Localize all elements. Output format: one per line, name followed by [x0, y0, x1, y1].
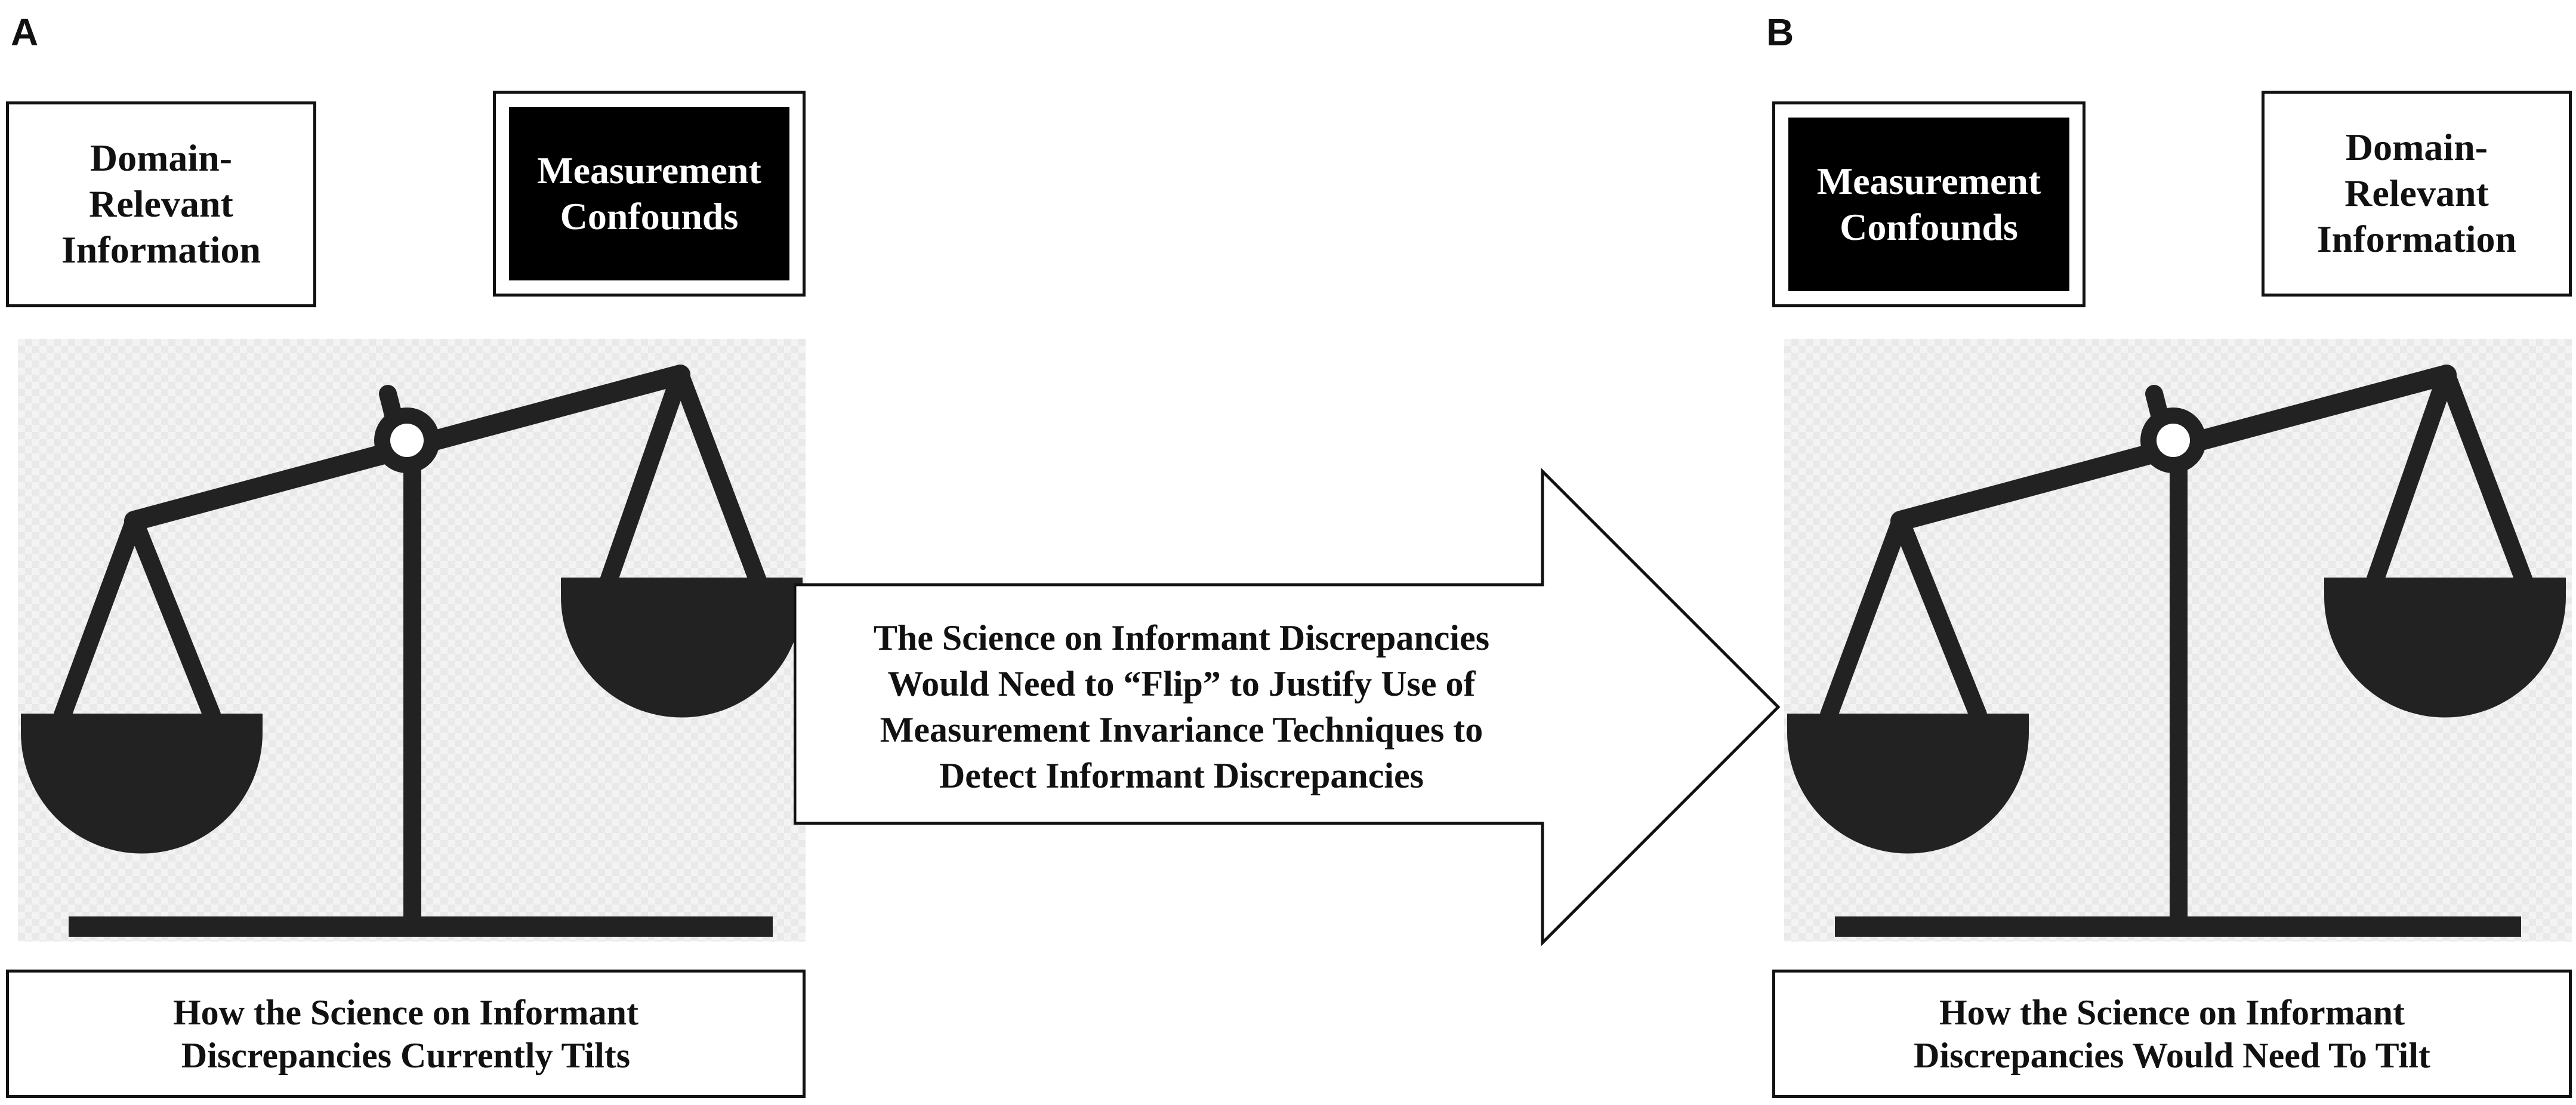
scale-base [1835, 916, 2521, 937]
panel-b-caption-box: How the Science on Informant Discrepanci… [1772, 970, 2572, 1098]
panel-b-measurement-confounds-box: Measurement Confounds [1772, 101, 2086, 307]
panel-b-measurement-confounds-text: Measurement Confounds [1816, 159, 2041, 248]
panel-a-measurement-confounds-fill: Measurement Confounds [509, 107, 789, 280]
panel-a-scale [18, 339, 806, 942]
scale-right-pan [2324, 578, 2566, 718]
arrow-shape [794, 468, 1781, 946]
scale-pivot-hole [390, 424, 424, 457]
panel-a-measurement-confounds-text: Measurement Confounds [537, 149, 761, 237]
scale-right-arm-outer [2366, 366, 2455, 589]
scale-post [403, 446, 421, 921]
scale-right-arm-inner [2438, 366, 2533, 589]
scale-left-arm-inner [1892, 512, 1987, 724]
scale-left-pan [21, 714, 263, 854]
scale-pivot-hole [2157, 424, 2190, 457]
panel-b-domain-relevant-text: Domain- Relevant Information [2316, 126, 2517, 260]
scale-left-arm-outer [1820, 512, 1909, 724]
panel-b-caption-text: How the Science on Informant Discrepanci… [1914, 992, 2430, 1075]
scale-base [69, 916, 773, 937]
panel-label-a: A [11, 11, 39, 54]
scale-right-arm-outer [600, 366, 689, 589]
panel-a-measurement-confounds-box: Measurement Confounds [493, 91, 806, 297]
scale-right-arm-inner [671, 366, 767, 589]
panel-b-domain-relevant-box: Domain- Relevant Information [2262, 91, 2572, 297]
panel-label-b: B [1766, 11, 1794, 54]
panel-a-caption-text: How the Science on Informant Discrepanci… [173, 992, 638, 1075]
arrow-text: The Science on Informant Discrepancies W… [873, 618, 1490, 795]
panel-a-domain-relevant-box: Domain- Relevant Information [6, 101, 316, 307]
scale-post [2170, 446, 2188, 921]
panel-b-measurement-confounds-fill: Measurement Confounds [1788, 118, 2069, 291]
panel-b-scale [1784, 339, 2572, 942]
right-arrow-icon [794, 468, 1781, 946]
flip-arrow: The Science on Informant Discrepancies W… [794, 468, 1784, 946]
balance-scale-icon [21, 365, 803, 937]
balance-scale-icon [1787, 365, 2566, 937]
scale-left-arm-outer [54, 512, 143, 724]
scale-left-arm-inner [125, 512, 221, 724]
panel-a-domain-relevant-text: Domain- Relevant Information [61, 137, 261, 271]
panel-a-caption-box: How the Science on Informant Discrepanci… [6, 970, 806, 1098]
scale-right-pan [561, 578, 803, 718]
arrow-text-container: The Science on Informant Discrepancies W… [794, 585, 1569, 829]
scale-left-pan [1787, 714, 2029, 854]
